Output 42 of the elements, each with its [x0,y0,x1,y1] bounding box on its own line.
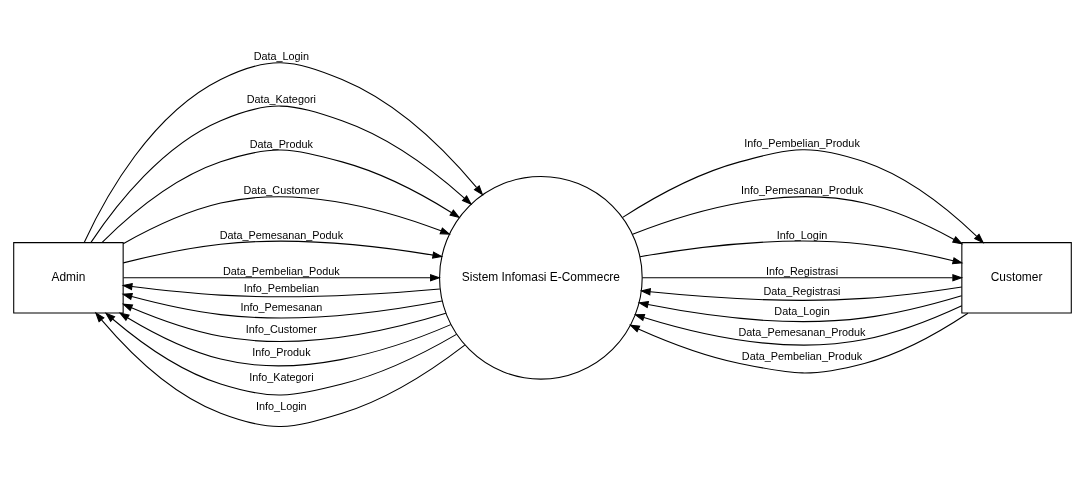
node-box: Customer [961,242,1072,314]
edge-label: Info_Pemesanan_Produk [740,184,864,197]
arrow [122,274,441,282]
edge-label: Data_Pembelian_Produk [741,350,863,363]
edge-label: Info_Pembelian_Produk [744,136,860,149]
edge-label: Data_Login [774,304,830,317]
edge-label: Data_Login [253,50,310,62]
arrow [122,196,451,245]
arrow [639,240,964,265]
arrow [121,292,443,319]
arrow [121,282,441,298]
edge-label: Info_Pemesanan [240,301,323,314]
edge-label: Data_Produk [249,137,313,150]
edge-label: Data_Pembelian_Poduk [222,264,340,277]
arrow [641,274,964,282]
arrow [633,305,963,346]
edge-label: Info_Registrasi [765,264,839,277]
arrow [94,311,466,427]
edge-label: Info_Pembelian [243,281,319,294]
arrow [622,149,985,244]
arrow [637,295,963,323]
arrow [121,303,447,342]
arrow [83,62,484,244]
edge-label: Info_Kategori [249,370,314,383]
node-box: Admin [13,242,124,314]
arrow [104,312,457,396]
arrow [90,105,473,243]
edge-label: Data_Customer [243,184,320,197]
edge-label: Info_Produk [252,345,311,358]
edge-label: Data_Registrasi [763,285,841,298]
edge-label: Data_Pemesanan_Poduk [219,228,344,241]
arrow [629,312,969,374]
edge-label: Info_Customer [245,323,317,336]
edge-label: Info_Login [256,400,307,412]
edge-label: Data_Kategori [246,93,316,106]
edge-label: Data_Pemesanan_Produk [738,326,866,339]
edge-label: Info_Login [776,228,828,241]
arrow [639,286,963,301]
arrow [101,149,461,244]
arrow [118,312,452,367]
arrow [122,240,444,264]
arrow [632,196,964,245]
